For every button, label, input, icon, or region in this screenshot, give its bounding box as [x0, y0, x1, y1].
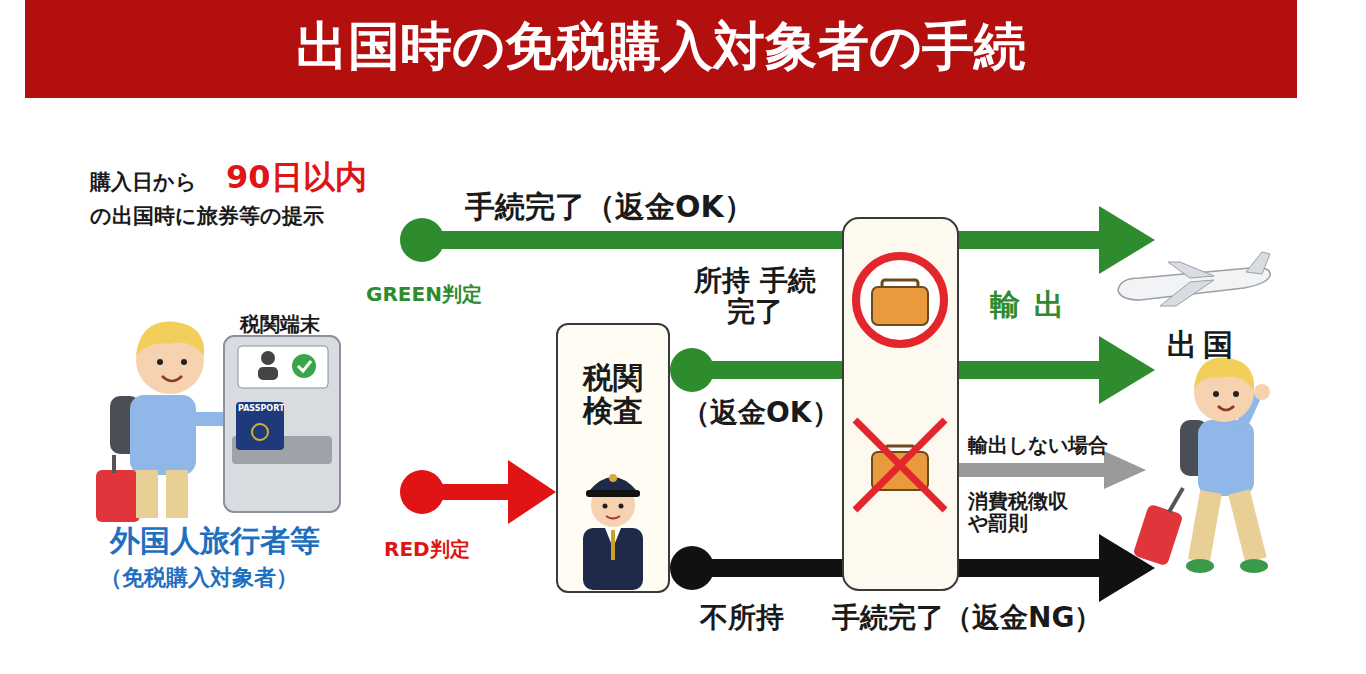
grey-arrow [956, 451, 1146, 489]
customs-officer-part [603, 504, 608, 509]
traveller-left [96, 322, 244, 522]
text-label: の出国時に旅券等の提示 [90, 205, 324, 228]
export-check-box [843, 218, 958, 590]
node-subtext: （免税購入対象者） [100, 566, 298, 590]
arrow-shaft [422, 484, 510, 500]
arrow-shaft [422, 231, 1101, 249]
inspection-box: 税関検査 [556, 323, 670, 593]
box-heading: 税関検査 [558, 361, 668, 427]
airplane-part [1160, 280, 1214, 306]
export-check-box-part [843, 218, 958, 590]
text-label: RED判定 [384, 538, 470, 560]
customs-kiosk-part [261, 351, 275, 365]
grey-arrow-part [956, 463, 1106, 477]
traveller-right-part [1186, 559, 1214, 573]
text-label: PASSPORT [238, 405, 284, 414]
traveller-right-part [1213, 391, 1219, 397]
node-heading: 出国 [1167, 328, 1239, 361]
edge-label: 所持 手続完了 [690, 266, 820, 328]
traveller-right-part [1228, 489, 1266, 562]
customs-kiosk [224, 336, 340, 512]
text-label: 不所持 [700, 603, 784, 634]
export-check-box-part [855, 420, 945, 510]
text-label: 輸出 [990, 288, 1078, 321]
traveller-left-part [166, 470, 188, 518]
traveller-right-part [1218, 406, 1234, 410]
customs-officer-part [606, 516, 620, 519]
customs-officer [583, 474, 643, 590]
grey-arrow-part [1104, 451, 1146, 489]
traveller-right-part [1167, 487, 1184, 513]
customs-officer-part [611, 530, 615, 560]
red-flow-arrow [400, 460, 556, 524]
traveller-right-part [1254, 384, 1270, 400]
traveller-group: 外国人旅行者等 （免税購入対象者） [60, 232, 400, 602]
traveller-left-part [96, 470, 140, 522]
customs-kiosk-part [224, 336, 340, 512]
customs-kiosk-part [252, 424, 268, 440]
traveller-right-part [1133, 504, 1184, 566]
customs-kiosk-part [238, 346, 328, 388]
customs-officer-part [583, 528, 643, 590]
text-label: 90日以内 [226, 160, 367, 195]
airplane-part [1246, 252, 1270, 274]
export-check-box-part [856, 256, 944, 344]
traveller-right-part [1198, 420, 1254, 496]
traveller-left-part [136, 322, 204, 356]
customs-kiosk-part [258, 367, 278, 380]
arrow-head [1099, 206, 1155, 274]
customs-kiosk-part [292, 354, 316, 378]
edge-label: 手続完了（返金OK） [465, 190, 754, 223]
traveller-left-part [112, 455, 116, 473]
airplane [1118, 252, 1270, 306]
traveller-left-part [157, 359, 163, 365]
traveller-left-part [162, 376, 182, 381]
airplane-part [1168, 262, 1214, 278]
text-label: 消費税徴収や罰則 [968, 490, 1080, 534]
text-label: 税関端末 [240, 313, 320, 335]
text-label: GREEN判定 [366, 283, 482, 305]
text-label: 輸出しない場合 [968, 434, 1108, 456]
customs-officer-part [586, 490, 640, 497]
traveller-left-part [181, 359, 187, 365]
arrow-head [508, 460, 556, 524]
customs-kiosk-part [298, 361, 311, 371]
edge-label: 手続完了（返金NG） [832, 603, 1102, 634]
traveller-right-part [1194, 358, 1254, 390]
page-title: 出国時の免税購入対象者の手続 [25, 18, 1297, 75]
customs-kiosk-part [236, 402, 284, 450]
customs-officer-part [619, 504, 624, 509]
text-label: （返金OK） [682, 398, 840, 429]
traveller-left-part [136, 470, 158, 518]
traveller-right [1133, 358, 1270, 573]
traveller-right-part [1188, 490, 1222, 563]
node-heading: 外国人旅行者等 [110, 524, 320, 557]
customs-box-fill [557, 324, 669, 592]
traveller-right-part [1233, 391, 1239, 397]
traveller-left-part [130, 395, 196, 475]
traveller-right-part [1240, 559, 1268, 573]
departure-node: 出国 [1155, 220, 1290, 605]
export-check-box-part [872, 287, 928, 325]
text-label: 購入日から [90, 171, 197, 194]
arrow-head [1099, 336, 1155, 404]
customs-officer-part [609, 474, 617, 482]
